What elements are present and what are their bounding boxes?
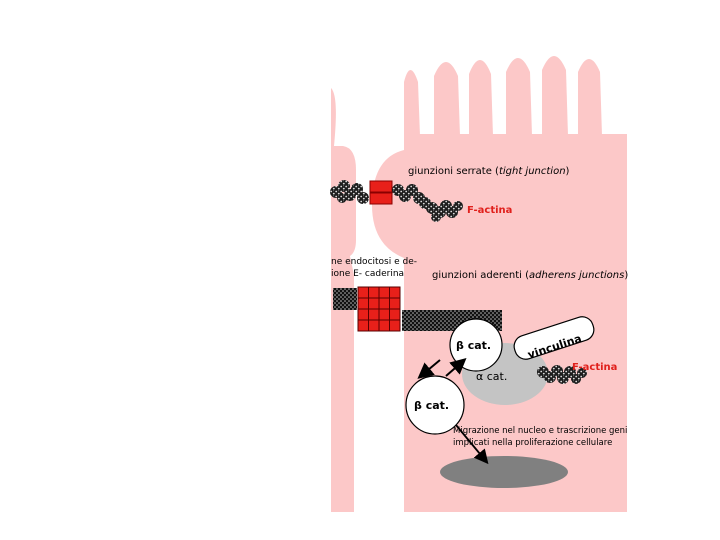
f-actina-top-label: F-actina xyxy=(467,205,512,216)
left-microvillus xyxy=(331,88,336,146)
endocytosis-label-line2: ione E- caderina xyxy=(331,269,404,279)
vinculin xyxy=(513,316,595,360)
microvillus-1 xyxy=(404,70,420,136)
tight-junction-actin-left xyxy=(330,180,369,204)
left-actin-bundle xyxy=(333,288,357,310)
alpha-catenin-label: α cat. xyxy=(476,370,507,383)
migration-label-line1: Migrazione nel nucleo e trascrizione gen… xyxy=(453,426,627,436)
tight-junction-protein-top xyxy=(369,180,393,193)
nucleus xyxy=(440,456,568,488)
tight-junction-label: giunzioni serrate (tight junction) xyxy=(408,166,570,177)
release-arrow-right xyxy=(445,358,467,377)
beta-catenin-free-label: β cat. xyxy=(414,399,449,412)
tight-junction xyxy=(330,180,463,222)
microvillus-3 xyxy=(469,60,493,136)
adherens-junction-label: giunzioni aderenti (adherens junctions) xyxy=(432,270,628,281)
endocytosis-label-line1: ne endocitosi e de- xyxy=(331,257,417,267)
release-arrow-left xyxy=(417,359,441,379)
microvillus-2 xyxy=(434,62,460,136)
left-cell-body xyxy=(331,146,356,512)
beta-catenin-free xyxy=(405,375,465,435)
e-cadherin-grid xyxy=(357,286,401,332)
microvillus-5 xyxy=(542,56,568,136)
f-actina-bottom-label: F-actina xyxy=(572,362,617,373)
left-cell xyxy=(331,88,356,512)
migration-label-line2: implicati nella proliferazione cellulare xyxy=(453,438,612,448)
beta-catenin-bound-label: β cat. xyxy=(456,339,491,352)
tight-junction-protein-bottom xyxy=(369,192,393,205)
migration-arrow xyxy=(455,424,489,465)
beta-catenin-bound xyxy=(449,318,503,372)
lower-actin-chain xyxy=(537,365,587,384)
microvillus-4 xyxy=(506,58,532,136)
microvillus-6 xyxy=(578,59,602,136)
tight-junction-actin-right xyxy=(392,184,463,222)
